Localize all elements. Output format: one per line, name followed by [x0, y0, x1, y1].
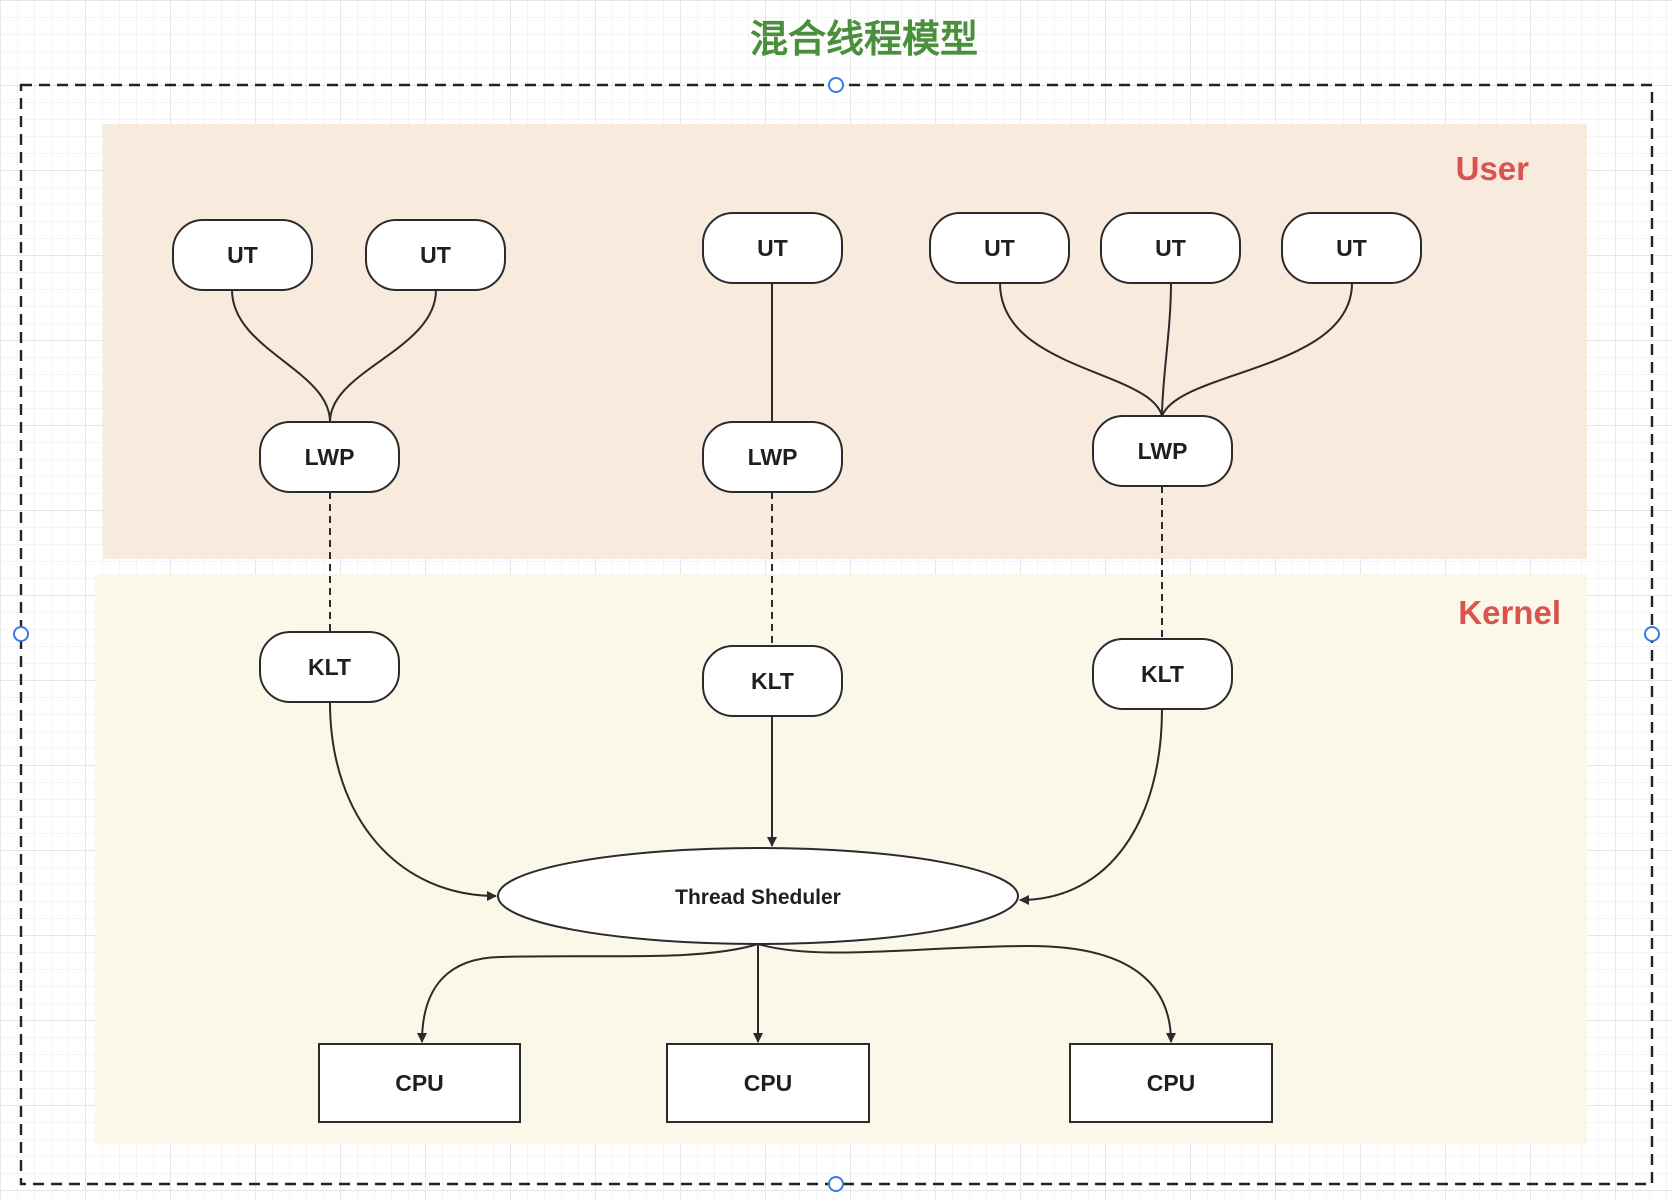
node-cpu2-label: CPU	[744, 1070, 793, 1096]
node-klt2-label: KLT	[751, 668, 794, 694]
node-ut6[interactable]: UT	[1281, 212, 1422, 284]
node-lwp2[interactable]: LWP	[702, 421, 843, 493]
node-sched-label: Thread Sheduler	[675, 886, 841, 909]
resize-handle-top[interactable]	[828, 77, 844, 93]
edge-sched-to-cpu3[interactable]	[757, 943, 1176, 1043]
node-ut2-shape	[365, 219, 506, 291]
node-lwp3-label: LWP	[1138, 438, 1188, 464]
node-ut5[interactable]: UT	[1100, 212, 1241, 284]
edge-ut2-to-lwp1[interactable]	[329, 289, 437, 423]
node-lwp2-shape	[702, 421, 843, 493]
nodes-layer: UT UT UT UT UT UT LWP LWP LWP KLT KLT KLT Thread She…	[172, 212, 1422, 1123]
node-ut3-shape	[702, 212, 843, 284]
edge-ut4-to-lwp3[interactable]	[999, 282, 1163, 417]
edge-klt3-to-sched[interactable]	[1019, 708, 1163, 905]
node-klt3-label: KLT	[1141, 661, 1184, 687]
node-lwp3-shape	[1092, 415, 1233, 487]
node-lwp3[interactable]: LWP	[1092, 415, 1233, 487]
node-ut4[interactable]: UT	[929, 212, 1070, 284]
node-klt1[interactable]: KLT	[259, 631, 400, 703]
node-sched[interactable]: Thread Sheduler	[497, 847, 1019, 945]
resize-handle-left[interactable]	[13, 626, 29, 642]
node-ut5-label: UT	[1155, 235, 1186, 261]
node-ut1-label: UT	[227, 242, 258, 268]
diagram-title: 混合线程模型	[750, 17, 978, 61]
edge-klt1-to-sched[interactable]	[329, 701, 497, 901]
node-ut1-shape	[172, 219, 313, 291]
node-ut6-shape	[1281, 212, 1422, 284]
node-ut3[interactable]: UT	[702, 212, 843, 284]
node-ut4-shape	[929, 212, 1070, 284]
node-klt1-shape	[259, 631, 400, 703]
node-ut2-label: UT	[420, 242, 451, 268]
node-cpu1-shape	[318, 1043, 521, 1123]
resize-handle-right[interactable]	[1644, 626, 1660, 642]
node-klt2[interactable]: KLT	[702, 645, 843, 717]
user-region	[103, 124, 1587, 559]
node-klt3-shape	[1092, 638, 1233, 710]
edge-ut5-to-lwp3[interactable]	[1161, 282, 1172, 417]
node-ut2[interactable]: UT	[365, 219, 506, 291]
node-sched-shape	[497, 847, 1019, 945]
node-ut4-label: UT	[984, 235, 1015, 261]
user-region-label: User	[1456, 150, 1530, 187]
node-ut1[interactable]: UT	[172, 219, 313, 291]
node-lwp1-shape	[259, 421, 400, 493]
edge-sched-to-cpu1[interactable]	[417, 943, 759, 1043]
node-ut3-label: UT	[757, 235, 788, 261]
node-klt3[interactable]: KLT	[1092, 638, 1233, 710]
node-cpu2[interactable]: CPU	[666, 1043, 870, 1123]
node-cpu2-shape	[666, 1043, 870, 1123]
node-cpu3[interactable]: CPU	[1069, 1043, 1273, 1123]
node-cpu3-label: CPU	[1147, 1070, 1196, 1096]
node-klt2-shape	[702, 645, 843, 717]
node-ut5-shape	[1100, 212, 1241, 284]
edges-layer	[231, 282, 1353, 1043]
node-lwp1[interactable]: LWP	[259, 421, 400, 493]
node-cpu3-shape	[1069, 1043, 1273, 1123]
kernel-region-label: Kernel	[1458, 594, 1561, 631]
node-lwp2-label: LWP	[748, 444, 798, 470]
node-cpu1-label: CPU	[395, 1070, 444, 1096]
edge-ut6-to-lwp3[interactable]	[1161, 282, 1353, 417]
resize-handle-bottom[interactable]	[828, 1176, 844, 1192]
edge-ut1-to-lwp1[interactable]	[231, 289, 331, 423]
node-lwp1-label: LWP	[305, 444, 355, 470]
node-cpu1[interactable]: CPU	[318, 1043, 521, 1123]
node-ut6-label: UT	[1336, 235, 1367, 261]
node-klt1-label: KLT	[308, 654, 351, 680]
